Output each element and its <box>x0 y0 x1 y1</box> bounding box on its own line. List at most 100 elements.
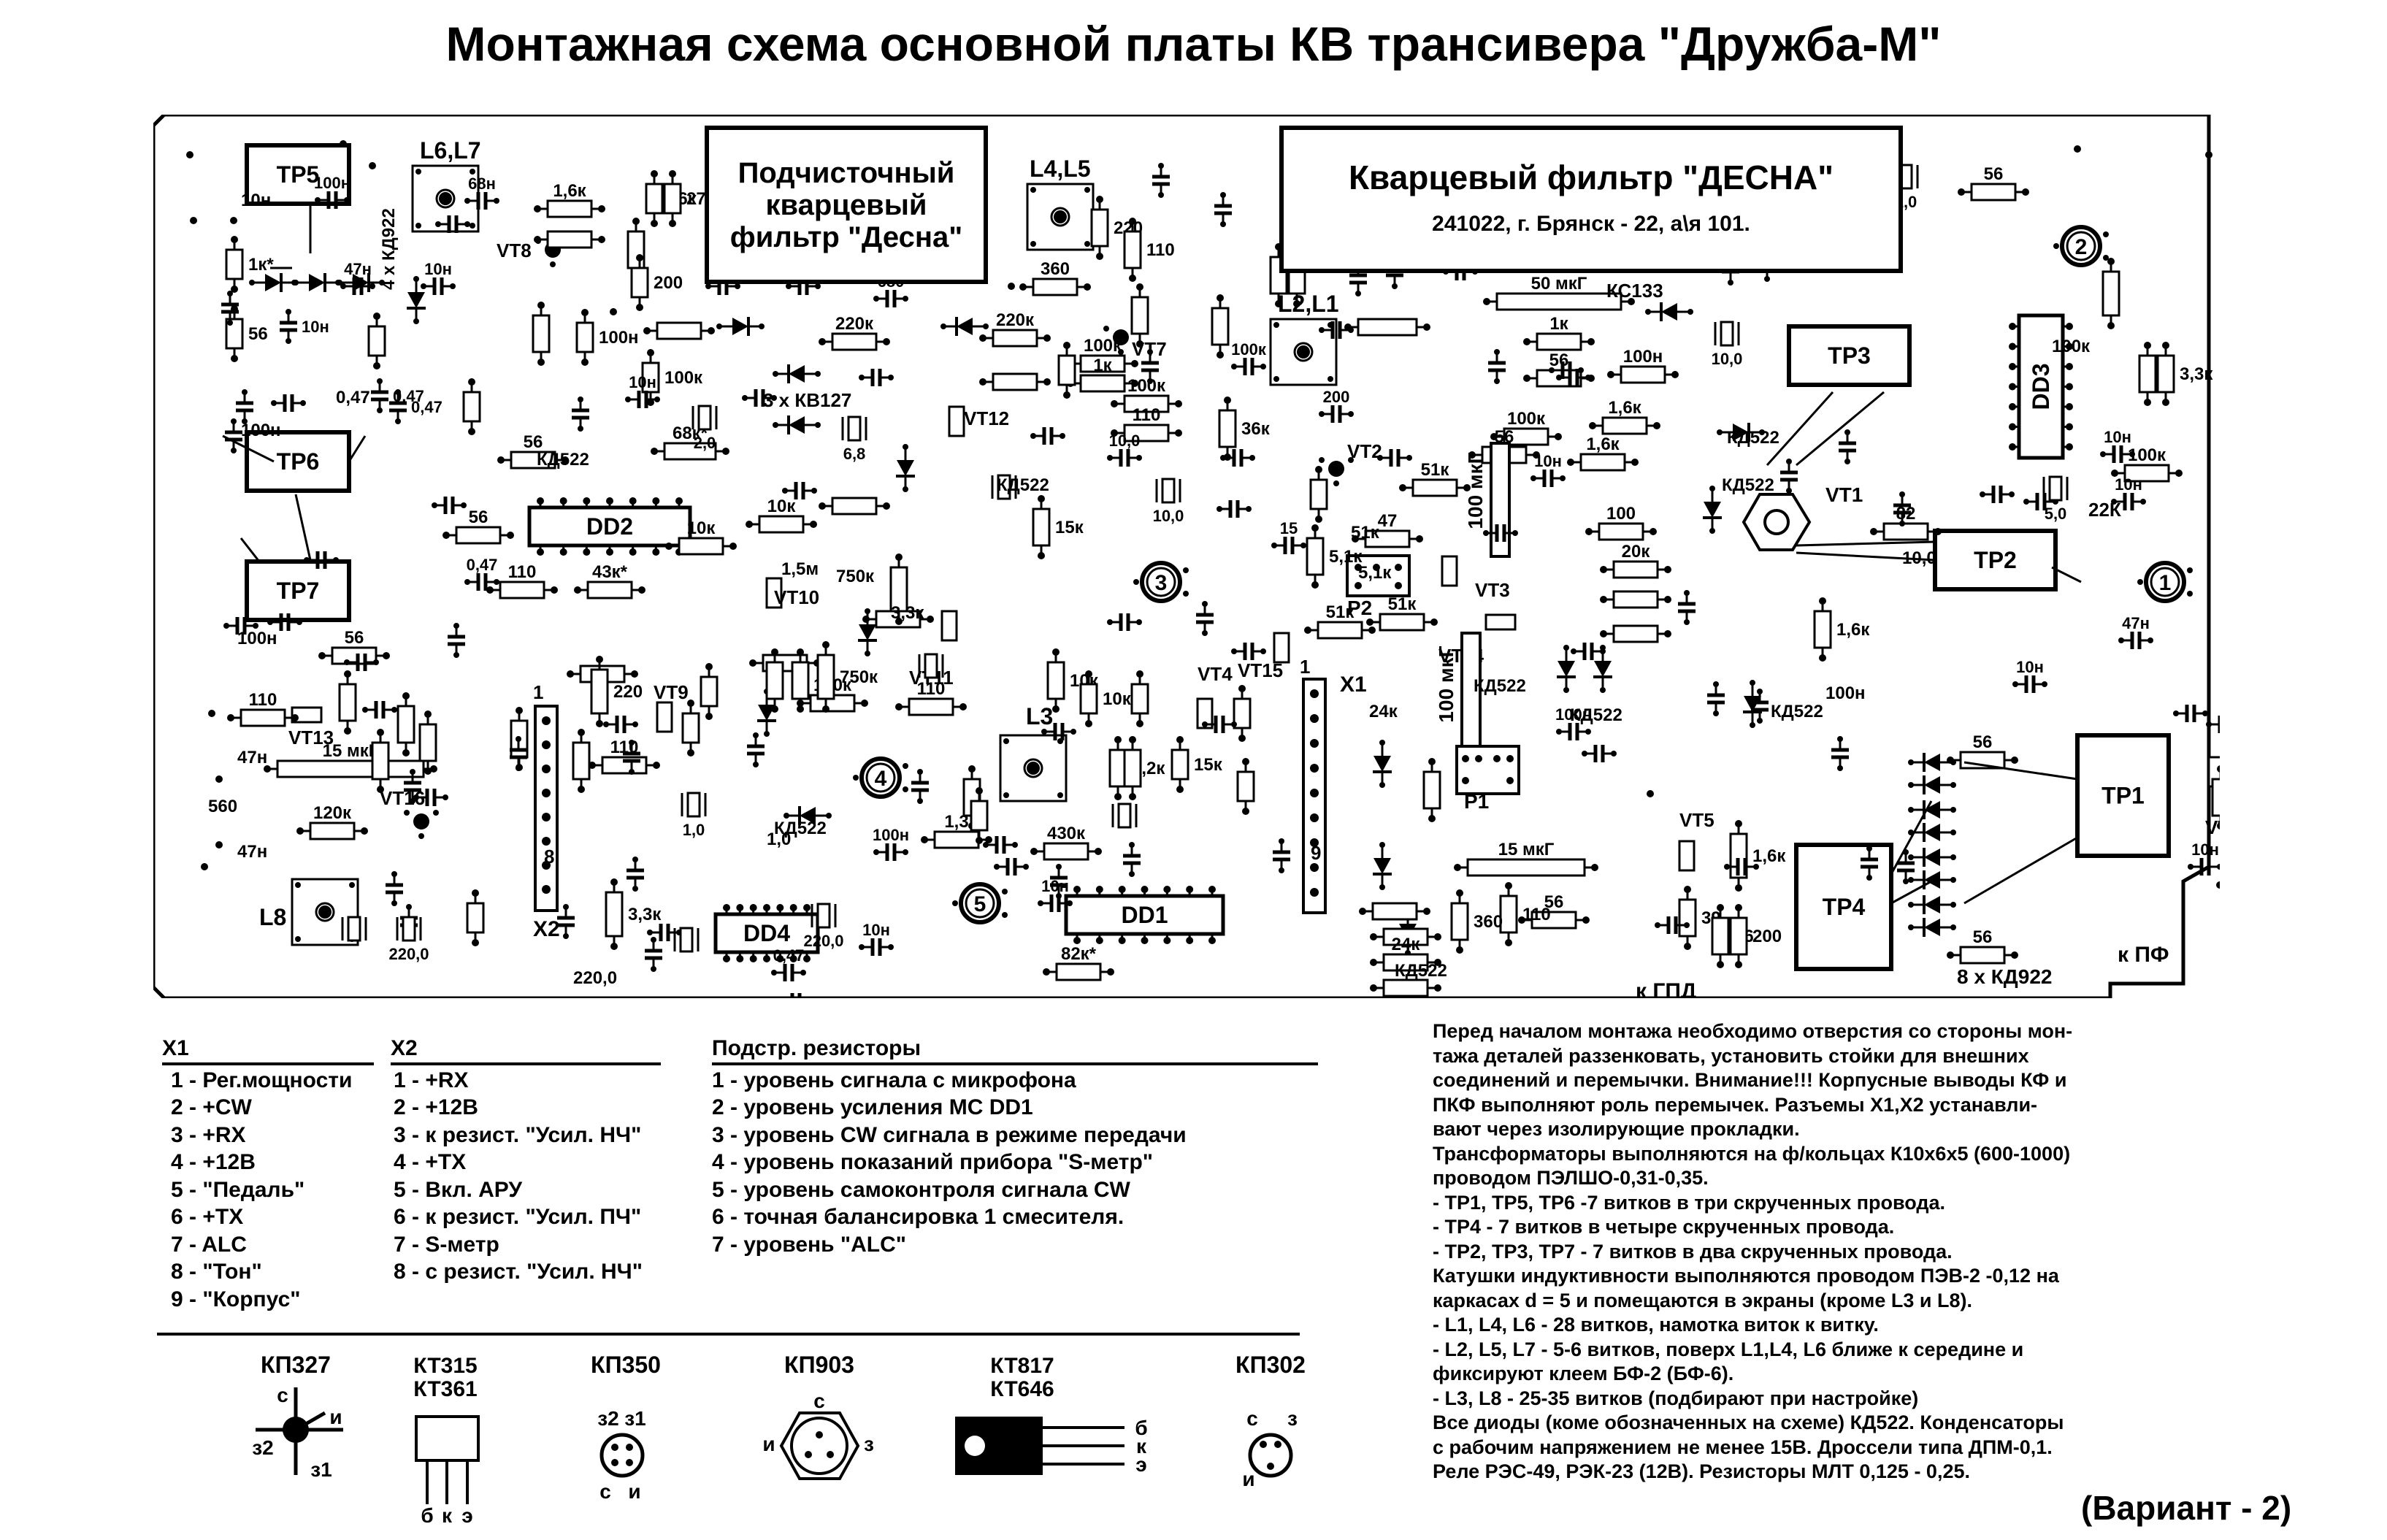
pad <box>369 162 376 169</box>
pad <box>1279 838 1284 844</box>
pad <box>344 659 350 665</box>
diode <box>1558 661 1575 677</box>
resistor-value: 360 <box>1041 259 1070 279</box>
pad <box>1052 705 1060 713</box>
pad <box>186 151 194 158</box>
pad <box>2140 499 2146 505</box>
pad <box>1056 864 1062 870</box>
pad <box>1084 283 1091 291</box>
resistor <box>1123 230 1142 269</box>
pad <box>1908 877 1914 883</box>
pad <box>1735 820 1742 827</box>
pad <box>1311 581 1319 589</box>
pad <box>1023 864 1029 870</box>
pad <box>344 197 350 203</box>
trace <box>348 435 367 462</box>
pad <box>1043 334 1051 342</box>
transistor-label: VT3 <box>1475 579 1510 601</box>
pad <box>1379 884 1385 890</box>
resistor <box>1130 683 1149 715</box>
pad <box>373 313 380 320</box>
pad <box>406 904 412 910</box>
resistor <box>532 314 551 353</box>
legend-x2-item-8: 8 - с резист. "Усил. НЧ" <box>394 1260 643 1284</box>
pad <box>418 833 424 839</box>
pad <box>1947 756 1954 764</box>
pad <box>1310 714 1319 723</box>
pad <box>1684 943 1691 950</box>
resistor-value: 3,3к <box>628 905 662 924</box>
diode <box>1373 756 1391 772</box>
capacitor-value: 10н <box>862 921 890 939</box>
pad <box>773 371 778 377</box>
pad <box>442 532 450 539</box>
pad <box>822 705 829 713</box>
pad <box>464 198 470 204</box>
pad <box>1950 830 1956 835</box>
pad <box>1129 218 1136 225</box>
pad <box>1468 451 1476 459</box>
pad <box>1202 721 1208 727</box>
transformer <box>1787 324 1912 387</box>
pad <box>242 418 248 424</box>
legend-res-item-3: 3 - уровень CW сигнала в режиме передачи <box>712 1122 1187 1147</box>
resistor <box>1046 661 1065 700</box>
pad <box>1111 400 1118 407</box>
quartz-filter-name: Кварцевый фильтр "ДЕСНА" <box>1348 158 1834 196</box>
pad <box>665 543 673 550</box>
transistor-body <box>1678 840 1696 872</box>
pad <box>2217 822 2220 830</box>
pad <box>435 221 441 227</box>
pad <box>1950 807 1956 813</box>
pad <box>2202 710 2208 716</box>
package-part <box>965 1436 985 1456</box>
trimmer-label: 5 <box>974 892 986 916</box>
pad <box>1379 782 1385 788</box>
pad <box>1202 630 1208 636</box>
trace <box>222 434 275 463</box>
board-components: ТР5ТР6ТР7ТР3ТР2ТР4ТР1L6,L7L4,L5L2,L1L3L8… <box>186 137 2220 998</box>
resistor-value: 110 <box>1522 905 1551 924</box>
pad <box>1786 488 1792 494</box>
trace <box>1796 391 1885 467</box>
pad <box>883 502 890 510</box>
transistor-body <box>1484 613 1517 631</box>
pad <box>705 713 713 720</box>
resistor-value: 1,6к <box>553 181 586 201</box>
resistor-value: 43к* <box>592 562 628 582</box>
pad <box>1373 564 1380 571</box>
capacitor-value: 0,47 <box>336 388 370 407</box>
capacitor-value: 15 <box>1280 519 1298 537</box>
pad <box>1231 364 1237 369</box>
pad <box>647 349 654 356</box>
pad <box>578 397 583 402</box>
pad <box>1600 630 1607 637</box>
relay-label: P1 <box>1464 790 1489 813</box>
pad <box>873 849 879 855</box>
pad <box>903 786 908 792</box>
pad <box>783 813 789 819</box>
pad <box>1352 535 1359 543</box>
package-name: КП302 <box>1235 1352 1306 1378</box>
resistor <box>1211 307 1230 346</box>
legend-res-item-4: 4 - уровень показаний прибора "S-метр" <box>712 1150 1153 1174</box>
pad <box>550 261 556 267</box>
resistor-value: 15к <box>1194 755 1223 775</box>
pad <box>722 448 729 455</box>
pad <box>895 618 903 625</box>
relay-p1 <box>1455 745 1520 795</box>
pad <box>800 970 806 976</box>
resistor <box>1379 613 1425 632</box>
resistor-value: 430к <box>1047 824 1086 843</box>
pad <box>1647 790 1654 797</box>
pad <box>296 827 304 835</box>
capacitor-value: 10н <box>1534 452 1562 470</box>
pad <box>1129 736 1136 743</box>
pad <box>391 871 397 877</box>
subfilter-line2: кварцевый <box>765 188 927 221</box>
resistor-value: 200 <box>1752 927 1782 946</box>
package-part <box>827 1451 834 1458</box>
package-pin-label: з2 <box>597 1407 619 1430</box>
pad <box>598 205 605 212</box>
package-pin-label: с <box>277 1384 288 1406</box>
